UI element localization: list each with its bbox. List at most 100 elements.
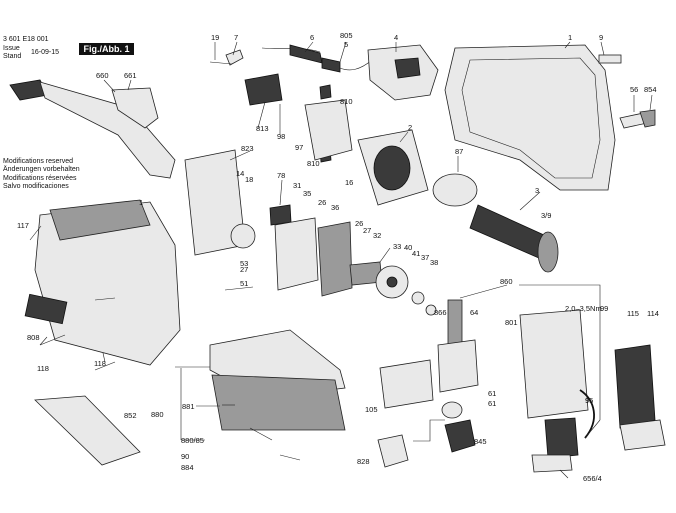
blade-clamp-845	[444, 419, 476, 453]
callout-866: 866	[434, 308, 447, 317]
support-roller-845	[544, 417, 579, 459]
callout-38: 38	[430, 258, 438, 267]
callout-6: 6	[310, 33, 314, 42]
fan-baffle-87	[432, 173, 478, 207]
cable-lead	[339, 59, 373, 71]
housing-grip	[49, 199, 151, 241]
callout-854: 854	[644, 85, 657, 94]
callout-41: 41	[412, 249, 420, 258]
wire-95	[579, 389, 595, 439]
callout-14: 14	[236, 169, 244, 178]
callout-95: 95	[585, 396, 593, 405]
note-line: Modifications reserved	[3, 158, 74, 165]
callout-18: 18	[245, 175, 253, 184]
callout-36: 36	[331, 203, 339, 212]
callout-1-left: 1	[139, 198, 143, 207]
label-808	[24, 293, 68, 325]
callout-78: 78	[277, 171, 285, 180]
roller-guide-105	[379, 359, 434, 409]
callout-880: 880	[151, 410, 164, 419]
dust-extraction-nozzle	[39, 81, 176, 179]
cable-clamp	[225, 49, 244, 66]
callout-27-b: 27	[240, 265, 248, 274]
callout-64: 64	[470, 308, 478, 317]
switch-board-813	[244, 73, 283, 106]
bearing-14	[230, 223, 256, 249]
callout-845: 845	[474, 437, 487, 446]
cover-854	[639, 109, 656, 128]
shoe-852	[34, 395, 141, 466]
note-line: Salvo modificaciones	[3, 183, 69, 191]
spring-105	[441, 401, 463, 419]
stand-label: Stand	[3, 53, 22, 60]
housing-inner-edge	[461, 57, 601, 179]
callout-19: 19	[211, 33, 219, 42]
cable-plug	[321, 57, 341, 73]
callout-884: 884	[181, 463, 194, 472]
callout-2: 2	[408, 123, 412, 132]
callout-808: 808	[27, 333, 40, 342]
callout-114: 114	[647, 309, 659, 318]
callout-26-a: 26	[318, 198, 326, 207]
note-line: Änderungen vorbehalten	[3, 166, 80, 174]
callout-115: 115	[627, 309, 639, 318]
pendulum-assembly-801	[519, 309, 589, 419]
clamp-880-85	[249, 427, 273, 441]
lever-828	[377, 434, 409, 468]
callout-annotation: 2,0–3,5Nm	[565, 304, 602, 313]
callout-97: 97	[295, 143, 303, 152]
washer-38	[411, 291, 425, 305]
leader-lines	[29, 41, 653, 479]
screw-118b	[94, 361, 116, 371]
callout-61-b: 61	[488, 399, 496, 408]
roller-holder-656-4	[531, 454, 573, 473]
brush-holder	[304, 99, 353, 161]
callout-118-a: 118	[37, 364, 49, 373]
callout-4: 4	[394, 33, 398, 42]
callout-881: 881	[182, 402, 195, 411]
callout-37: 37	[421, 253, 429, 262]
callout-810-a: 810	[340, 97, 353, 106]
doc-number: 3 601 E18 001	[3, 36, 49, 43]
cable-sleeve	[289, 44, 323, 64]
label-plate-9	[598, 54, 622, 64]
screw-90	[279, 454, 301, 461]
callout-3-9: 3/9	[541, 211, 551, 220]
callout-16: 16	[345, 178, 353, 187]
callout-810-b: 810	[307, 159, 320, 168]
issue-date: 16-09-15	[31, 49, 60, 56]
callout-87: 87	[455, 147, 463, 156]
callout-5: 5	[344, 40, 348, 49]
callout-860: 860	[500, 277, 513, 286]
light-unit-114	[614, 344, 656, 429]
guide-plate-31	[274, 217, 319, 291]
callout-33: 33	[393, 242, 401, 251]
figure-label: Fig./Abb. 1	[79, 43, 134, 55]
callout-805: 805	[340, 31, 353, 40]
screw-117a	[94, 297, 116, 301]
callout-813: 813	[256, 124, 269, 133]
callout-3: 3	[535, 186, 539, 195]
carbon-brush-a	[319, 84, 332, 100]
callout-56: 56	[630, 85, 638, 94]
callout-61-a: 61	[488, 389, 496, 398]
callout-661: 661	[124, 71, 137, 80]
callout-1-top: 1	[568, 33, 572, 42]
lift-guide-36	[317, 221, 353, 297]
callout-801: 801	[505, 318, 518, 327]
callout-53: 53	[240, 259, 248, 268]
base-plate-881	[211, 374, 346, 431]
plunger-holder	[437, 339, 479, 393]
callout-823: 823	[241, 144, 254, 153]
callout-90: 90	[181, 452, 189, 461]
callout-51: 51	[240, 279, 248, 288]
callout-32: 32	[373, 231, 381, 240]
callout-35: 35	[303, 189, 311, 198]
callout-118-b: 118	[94, 359, 106, 368]
adapter-661	[111, 87, 159, 129]
switch-detail	[394, 57, 421, 79]
note-line: Modifications réservées	[3, 174, 77, 182]
modifications-note: Modifications reserved Änderungen vorbeh…	[3, 158, 80, 192]
callout-7: 7	[234, 33, 238, 42]
